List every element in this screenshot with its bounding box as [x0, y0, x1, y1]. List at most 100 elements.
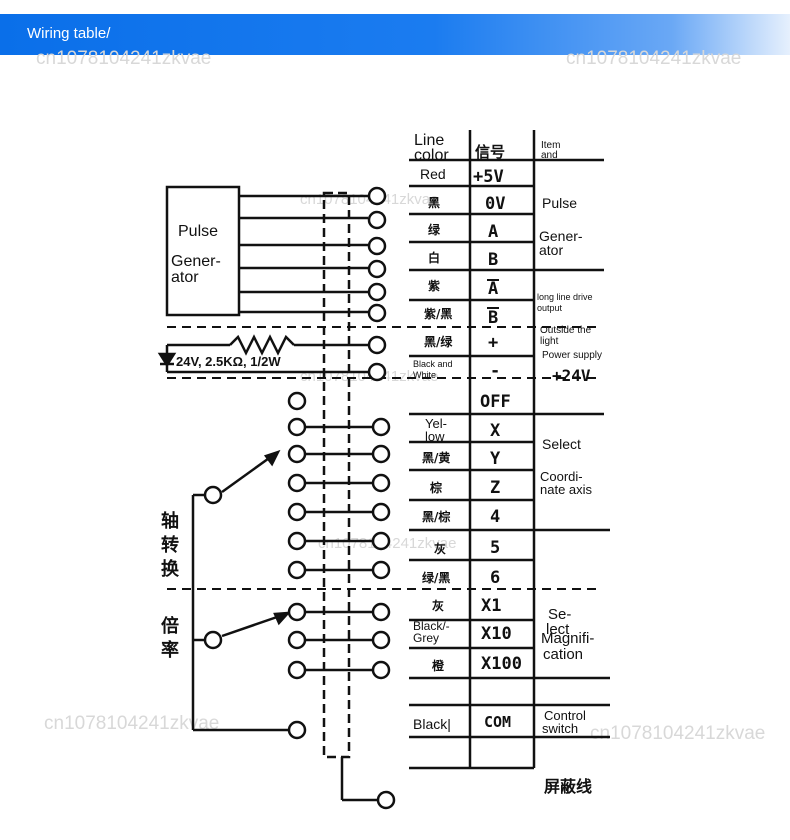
signal-cell: +: [488, 333, 498, 353]
terminal: [287, 444, 307, 464]
desc-select-magnification: lect: [546, 621, 570, 638]
terminal: [287, 560, 307, 580]
signal-cell: B: [488, 250, 498, 270]
line-color-header: Line: [414, 132, 444, 149]
watermark: cn1078104241zkvae: [44, 713, 220, 734]
generator-label: Gener-: [171, 253, 221, 270]
signal-cell: Z: [490, 478, 500, 498]
desc-generator: ator: [539, 242, 563, 258]
terminal: [371, 602, 391, 622]
terminal: [287, 602, 307, 622]
terminal: [367, 186, 387, 206]
desc-outside: Outside the: [540, 325, 592, 336]
signal-cell: B: [488, 308, 498, 328]
terminal: [287, 473, 307, 493]
resistor-label: 24V, 2.5KΩ, 1/2W: [176, 354, 281, 369]
signal-cell: X100: [481, 654, 522, 674]
desc-magnification: cation: [543, 646, 583, 663]
terminal: [287, 630, 307, 650]
signal-cell: 4: [490, 507, 500, 527]
desc-outside: light: [540, 336, 559, 347]
signal-cell: 6: [490, 568, 500, 588]
line-color-cell: Red: [420, 166, 446, 182]
line-color-cell: 灰: [432, 598, 444, 613]
terminal: [287, 660, 307, 680]
terminal: [203, 630, 223, 650]
terminal: [367, 282, 387, 302]
signal-cell: OFF: [480, 392, 511, 412]
desc-24v: +24V: [552, 366, 591, 385]
terminal: [371, 531, 391, 551]
terminal: [367, 335, 387, 355]
desc-control-switch: switch: [542, 721, 578, 736]
watermark: cn1078104241zkvae: [566, 48, 742, 69]
line-color-cell: 绿/黑: [422, 570, 450, 585]
terminal: [287, 720, 307, 740]
line-color-cell: Yel-: [425, 416, 447, 431]
line-color-cell: 紫: [428, 278, 440, 293]
terminal: [371, 473, 391, 493]
signal-cell: -: [490, 361, 500, 381]
line-color-cell: 黑: [428, 196, 440, 210]
axis-switch-label: 转: [161, 534, 179, 556]
line-color-header: color: [414, 147, 449, 164]
signal-cell: COM: [484, 713, 511, 731]
header-banner: Wiring table/: [0, 14, 790, 55]
pulse-label: Pulse: [178, 223, 218, 240]
terminals: [203, 186, 396, 810]
rate-label: 率: [161, 639, 179, 661]
axis-switch-label: 换: [161, 558, 180, 580]
signal-cell: X: [490, 421, 501, 441]
desc-long-line: output: [537, 303, 563, 313]
terminal: [203, 485, 223, 505]
line-color-cell: 黑/黄: [422, 450, 450, 465]
terminal: [371, 444, 391, 464]
line-color-cell: 棕: [429, 480, 442, 495]
signal-cell: X1: [481, 596, 501, 616]
desc-coordinate: nate axis: [540, 482, 593, 497]
terminal: [367, 303, 387, 323]
desc-magnification: Magnifi-: [541, 630, 594, 647]
axis-switch-label: 轴: [161, 510, 179, 532]
desc-generator: Gener-: [539, 228, 583, 244]
terminal: [376, 790, 396, 810]
line-color-cell: 黑/绿: [424, 334, 453, 349]
line-color-cell: 紫/黑: [424, 306, 452, 321]
line-color-cell: 绿: [428, 222, 441, 237]
terminal: [287, 391, 307, 411]
item-header: Item: [541, 140, 560, 151]
signal-cell: +5V: [473, 167, 504, 187]
generator-label: ator: [171, 269, 199, 286]
line-color-cell: 灰: [434, 541, 446, 556]
terminal: [367, 259, 387, 279]
terminal: [287, 531, 307, 551]
watermark: cn1078104241zkvae: [590, 723, 766, 744]
signal-header: 信号: [475, 143, 505, 161]
pulse-generator-box: [165, 185, 241, 317]
terminal: [371, 417, 391, 437]
terminal: [287, 417, 307, 437]
terminal: [371, 560, 391, 580]
desc-coordinate: Coordi-: [540, 469, 583, 484]
rate-label: 倍: [161, 615, 179, 637]
signal-cell: X10: [481, 624, 512, 644]
watermark: cn1078104241zkvae: [36, 48, 212, 69]
signal-cell: A: [488, 222, 498, 242]
shield-label: 屏蔽线: [544, 777, 592, 796]
desc-power-supply: Power supply: [542, 350, 602, 361]
shield-box: [322, 191, 351, 759]
terminal: [367, 210, 387, 230]
desc-select: Select: [542, 436, 581, 452]
line-color-cell: Black/-: [413, 619, 450, 633]
line-color-cell: 橙: [432, 658, 445, 673]
terminal: [371, 660, 391, 680]
line-color-cell: Grey: [413, 631, 439, 645]
signal-cell: A: [488, 279, 498, 299]
line-color-cell: 黑/棕: [422, 509, 450, 524]
banner-title: Wiring table/: [27, 25, 111, 42]
signal-cell: 0V: [485, 194, 505, 214]
terminal: [287, 502, 307, 522]
item-header: and: [541, 150, 558, 161]
terminal: [367, 362, 387, 382]
